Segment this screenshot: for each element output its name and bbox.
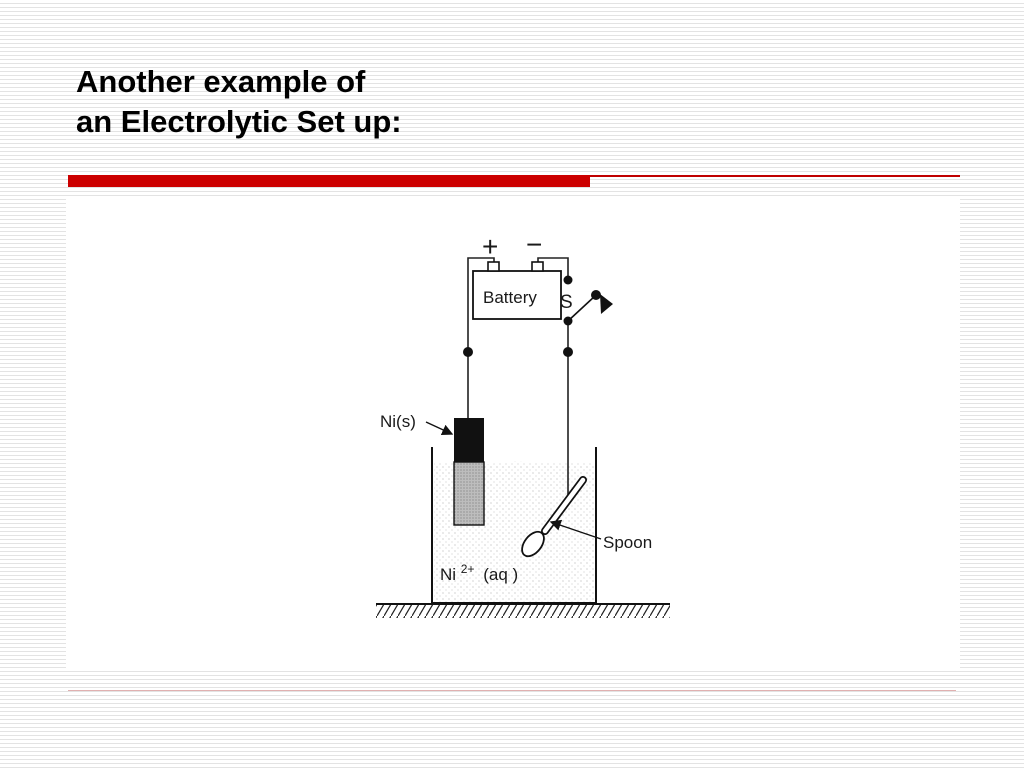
solution-label-state: (aq ) (483, 565, 518, 584)
beaker (431, 447, 597, 604)
footer-rule (68, 690, 956, 691)
right-junction (563, 347, 573, 357)
title-accent-line (590, 175, 960, 177)
solution-label-base: Ni (440, 565, 456, 584)
slide-title-line-2: an Electrolytic Set up: (76, 104, 402, 139)
electrode-label: Ni(s) (380, 412, 416, 431)
solution-label: Ni 2+ (aq ) (440, 558, 518, 584)
spoon-label: Spoon (603, 533, 652, 552)
minus-terminal-label: − (526, 232, 542, 260)
slide-title-line-1: Another example of (76, 64, 366, 99)
slide-title: Another example of an Electrolytic Set u… (76, 62, 402, 142)
title-accent-bar (68, 175, 590, 187)
electrode-pointer-arrow (425, 421, 454, 435)
battery (472, 261, 562, 320)
electrolytic-cell-diagram: Battery + − S Ni(s) Spoon Ni 2+ (aq ) (376, 232, 670, 618)
switch[interactable] (563, 275, 614, 326)
solution-label-charge: 2+ (461, 562, 475, 576)
battery-label: Battery (483, 288, 537, 307)
spoon-pointer-arrow (549, 519, 602, 540)
ground-surface (376, 603, 670, 618)
nickel-electrode (453, 418, 485, 526)
left-junction (463, 347, 473, 357)
plus-terminal-label: + (482, 232, 498, 262)
switch-label: S (560, 292, 573, 313)
